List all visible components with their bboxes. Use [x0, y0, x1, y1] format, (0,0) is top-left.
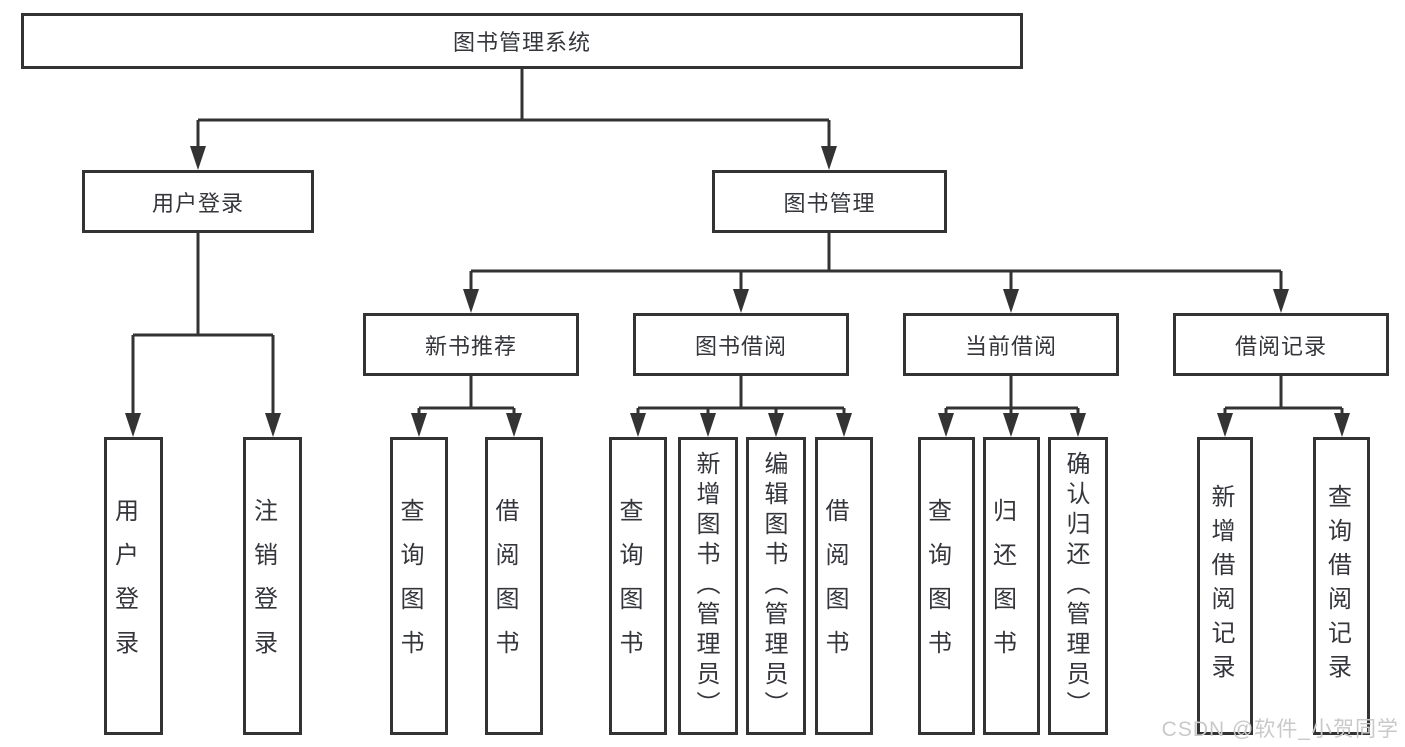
node-label: 借阅记录 — [1234, 333, 1327, 359]
leaf-label: 归还图书 — [988, 498, 1016, 674]
node-label: 图书借阅 — [694, 333, 787, 359]
arrowhead-icon — [506, 413, 522, 437]
arrowhead-icon — [1273, 289, 1289, 313]
node-label: 新书推荐 — [424, 333, 517, 359]
arrowhead-icon — [1003, 289, 1019, 313]
arrowhead-icon — [768, 413, 784, 437]
leaf-label: 查询图书 — [923, 498, 951, 674]
csdn-watermark: CSDN @软件_小贺同学 — [1161, 718, 1399, 741]
leaf-edit-books-admin: 编辑图书（管理员） — [746, 437, 806, 735]
arrowhead-icon — [700, 413, 716, 437]
arrowhead-icon — [265, 413, 281, 437]
leaf-query-books-borrow: 查询图书 — [609, 437, 667, 735]
leaf-label: 借阅图书 — [821, 498, 848, 674]
node-book-borrowing: 图书借阅 — [633, 313, 849, 376]
arrowhead-icon — [733, 289, 749, 313]
node-label: 当前借阅 — [964, 333, 1057, 359]
node-user-login-branch: 用户登录 — [82, 170, 314, 233]
leaf-label: 确认归还（管理员） — [1062, 451, 1089, 721]
node-book-management-branch: 图书管理 — [712, 170, 947, 233]
arrowhead-icon — [463, 289, 479, 313]
leaf-label: 注销登录 — [249, 498, 277, 674]
arrowhead-icon — [1217, 413, 1233, 437]
arrowhead-icon — [125, 413, 141, 437]
arrowhead-icon — [1003, 413, 1019, 437]
arrowhead-icon — [821, 146, 837, 170]
leaf-confirm-return-admin: 确认归还（管理员） — [1048, 437, 1108, 735]
node-label: 图书管理 — [783, 190, 876, 216]
leaf-label: 新增图书（管理员） — [692, 451, 719, 721]
leaf-label: 查询借阅记录 — [1323, 484, 1351, 688]
arrowhead-icon — [836, 413, 852, 437]
node-current-borrowing: 当前借阅 — [903, 313, 1119, 376]
leaf-label: 新增借阅记录 — [1207, 484, 1234, 688]
leaf-borrow-books: 借阅图书 — [815, 437, 873, 735]
arrowhead-icon — [630, 413, 646, 437]
leaf-label: 查询图书 — [396, 498, 423, 674]
leaf-add-books-admin: 新增图书（管理员） — [678, 437, 738, 735]
leaf-label: 用户登录 — [110, 498, 138, 674]
arrowhead-icon — [190, 146, 206, 170]
leaf-label: 借阅图书 — [491, 498, 518, 674]
leaf-label: 编辑图书（管理员） — [760, 451, 787, 721]
node-borrowing-records: 借阅记录 — [1173, 313, 1389, 376]
leaf-query-books-current: 查询图书 — [918, 437, 975, 735]
leaf-borrow-books-recommend: 借阅图书 — [485, 437, 543, 735]
leaf-label: 查询图书 — [615, 498, 642, 674]
node-new-book-recommendation: 新书推荐 — [363, 313, 579, 376]
arrowhead-icon — [1334, 413, 1350, 437]
node-label: 用户登录 — [151, 190, 244, 216]
node-library-system: 图书管理系统 — [21, 13, 1023, 69]
leaf-user-login: 用户登录 — [104, 437, 163, 735]
leaf-logout: 注销登录 — [243, 437, 302, 735]
arrowhead-icon — [938, 413, 954, 437]
arrowhead-icon — [411, 413, 427, 437]
leaf-add-borrow-record: 新增借阅记录 — [1197, 437, 1253, 735]
leaf-query-borrow-record: 查询借阅记录 — [1313, 437, 1370, 735]
arrowheads — [125, 146, 1350, 437]
node-label: 图书管理系统 — [452, 30, 591, 55]
arrowhead-icon — [1070, 413, 1086, 437]
leaf-return-books: 归还图书 — [983, 437, 1040, 735]
leaf-query-books-recommend: 查询图书 — [390, 437, 448, 735]
